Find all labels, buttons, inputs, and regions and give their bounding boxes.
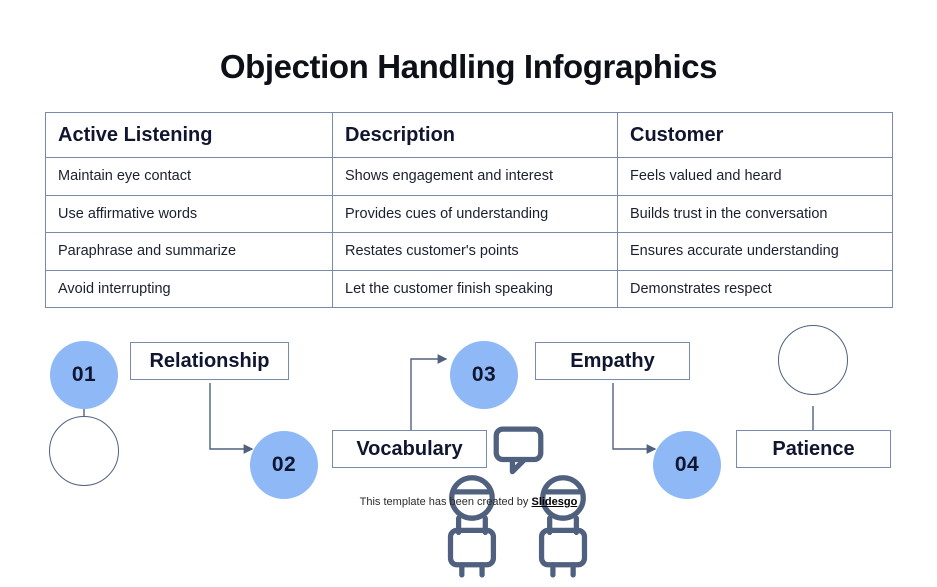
table-cell: Builds trust in the conversation [617, 194, 893, 233]
step-circle-03[interactable]: 03 [450, 341, 518, 409]
connector-vocabulary-to-03 [410, 354, 448, 430]
table-cell: Demonstrates respect [617, 269, 893, 308]
footer-credit: This template has been created by Slides… [0, 496, 937, 508]
step-circle-01[interactable]: 01 [50, 341, 118, 409]
step-label-text: Vocabulary [356, 437, 463, 460]
connector-empathy-to-04 [612, 383, 657, 454]
table-row: Paraphrase and summarize Restates custom… [45, 232, 893, 271]
table-cell: Provides cues of understanding [332, 194, 618, 233]
connector-relationship-to-02 [209, 383, 254, 454]
step-label-text: Relationship [149, 349, 270, 372]
info-table-wrapper: Active Listening Description Customer Ma… [45, 112, 893, 308]
step-number: 03 [471, 363, 497, 386]
step-number: 02 [271, 453, 297, 476]
connector-lines [83, 354, 814, 454]
step-label-patience[interactable]: Patience [736, 430, 891, 468]
step-circle-02[interactable]: 02 [250, 431, 318, 499]
table-cell: Paraphrase and summarize [45, 232, 333, 271]
table-cell: Ensures accurate understanding [617, 232, 893, 271]
table-header-row: Active Listening Description Customer [45, 112, 893, 158]
table-cell: Restates customer's points [332, 232, 618, 271]
page-title: Objection Handling Infographics [219, 48, 718, 85]
table-header-cell: Active Listening [45, 112, 333, 158]
table-header-cell: Description [332, 112, 618, 158]
slidesgo-link[interactable]: Slidesgo [531, 496, 578, 508]
table-cell: Let the customer finish speaking [332, 269, 618, 308]
step-label-text: Empathy [570, 349, 655, 372]
step-number: 01 [71, 363, 97, 386]
table-cell: Maintain eye contact [45, 157, 333, 196]
conversation-icon-circle [49, 416, 588, 578]
step-number: 04 [674, 453, 700, 476]
table-cell: Use affirmative words [45, 194, 333, 233]
objection-handling-table: Active Listening Description Customer Ma… [45, 112, 893, 308]
step-circle-04[interactable]: 04 [653, 431, 721, 499]
step-label-vocabulary[interactable]: Vocabulary [332, 430, 487, 468]
table-cell: Shows engagement and interest [332, 157, 618, 196]
table-row: Avoid interrupting Let the customer fini… [45, 269, 893, 308]
process-diagram: 01 Relationship 02 Vocab [0, 318, 937, 578]
table-row: Maintain eye contact Shows engagement an… [45, 157, 893, 196]
teamwork-icon [779, 326, 937, 496]
footer-text: This template has been created by [359, 496, 532, 508]
table-cell: Feels valued and heard [617, 157, 893, 196]
step-label-text: Patience [772, 437, 855, 460]
table-row: Use affirmative words Provides cues of u… [45, 194, 893, 233]
teamwork-icon-circle [778, 325, 848, 395]
table-header-cell: Customer [617, 112, 893, 158]
step-label-relationship[interactable]: Relationship [130, 342, 289, 380]
table-cell: Avoid interrupting [45, 269, 333, 308]
step-label-empathy[interactable]: Empathy [535, 342, 690, 380]
